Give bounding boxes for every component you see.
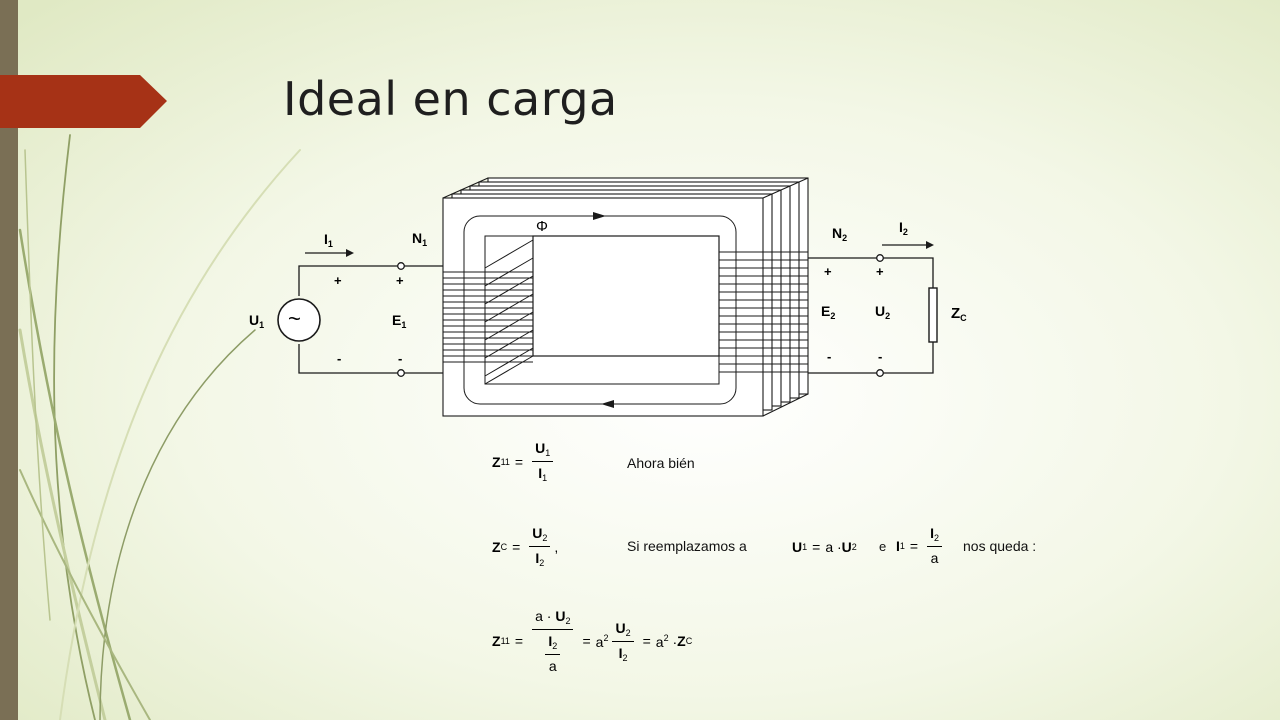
minus-sign-1: - <box>337 351 342 366</box>
label-U2: U2 <box>875 303 891 321</box>
label-N2: N2 <box>832 225 848 243</box>
load-impedance <box>928 287 938 343</box>
plus-sign-2: + <box>396 273 404 288</box>
minus-sign-3: - <box>827 349 832 364</box>
ac-source-circle <box>277 298 321 342</box>
title-accent-arrow <box>0 75 167 128</box>
transformer-diagram <box>277 177 938 417</box>
plus-sign-3: + <box>824 264 832 279</box>
slide-title: Ideal en carga <box>283 72 618 126</box>
flux-arrow-bottom <box>601 400 614 408</box>
text-ahora-bien: Ahora bién <box>627 455 695 471</box>
sidebar-strip <box>0 0 18 720</box>
minus-sign-2: - <box>398 351 403 366</box>
flux-arrow-top <box>593 212 606 220</box>
label-Zc: ZC <box>951 305 967 323</box>
label-I2: I2 <box>899 219 908 237</box>
text-nos-queda: nos queda : <box>963 538 1037 554</box>
text-e: e <box>879 539 887 554</box>
secondary-circuit <box>808 241 938 377</box>
window-depth <box>484 235 720 385</box>
decorative-stems <box>18 134 301 720</box>
text-si-reemplazamos: Si reemplazamos a <box>627 538 747 554</box>
label-E2: E2 <box>821 303 836 321</box>
plus-sign-4: + <box>876 264 884 279</box>
secondary-winding <box>719 251 808 373</box>
label-N1: N1 <box>412 230 428 248</box>
label-I1: I1 <box>324 231 333 249</box>
label-U1: U1 <box>249 312 265 330</box>
core-window <box>532 235 720 357</box>
primary-winding <box>443 239 534 377</box>
primary-circuit <box>277 249 443 377</box>
ac-source-icon: ~ <box>288 306 301 331</box>
minus-sign-4: - <box>878 349 883 364</box>
label-E1: E1 <box>392 312 407 330</box>
label-phi: Φ <box>536 218 548 235</box>
plus-sign-1: + <box>334 273 342 288</box>
